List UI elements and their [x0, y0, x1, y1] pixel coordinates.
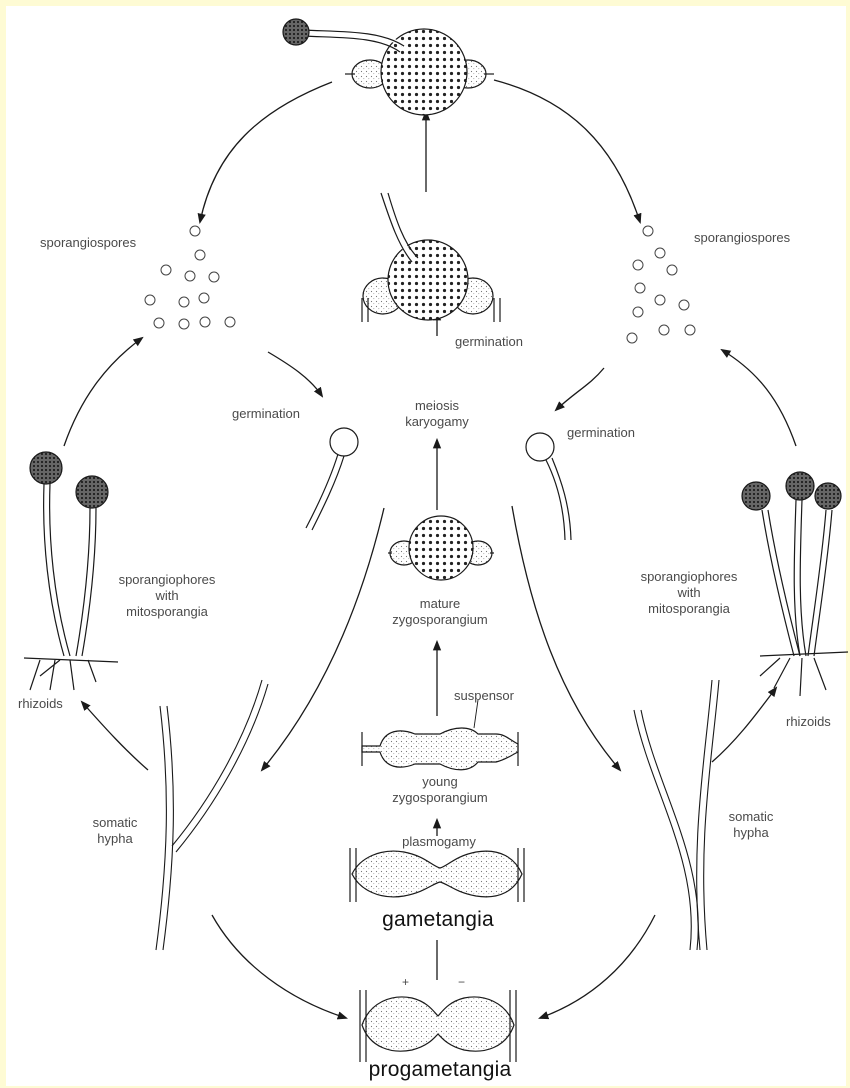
arrow-somatic-to-rhizoids-right [712, 688, 776, 762]
arrow-top-to-left-spores [200, 82, 332, 222]
label-plasmogamy: plasmogamy [384, 834, 494, 850]
label-somatic-right: somatic [714, 809, 788, 825]
arrow-sporangiophore-to-spores-right [722, 350, 796, 446]
arrow-spores-to-germination-right [556, 368, 604, 410]
label-germination-left: germination [232, 406, 300, 422]
label-minus-strain: − [458, 974, 465, 990]
somatic-hypha-left-drawing [156, 680, 268, 950]
sporangiospores-left-cluster [145, 226, 235, 329]
germinating-zygosporangium-top [283, 19, 494, 115]
arrow-sporangiophore-to-spores-left [64, 338, 142, 446]
arrow-hypha-to-progametangia-right [540, 915, 655, 1018]
label-rhizoids-right: rhizoids [786, 714, 831, 730]
arrow-germling-to-hypha-left [262, 508, 384, 770]
label-young: young [380, 774, 500, 790]
label-karyogamy: karyogamy [394, 414, 480, 430]
somatic-hypha-right-drawing [634, 680, 719, 950]
label-progametangia: progametangia [330, 1062, 550, 1078]
label-gametangia: gametangia [350, 912, 526, 928]
label-young-zygosporangium: zygosporangium [380, 790, 500, 806]
label-mature: mature [380, 596, 500, 612]
label-hypha-left: hypha [78, 831, 152, 847]
label-sporangiophores-left-2: with [102, 588, 232, 604]
label-sporangiophores-right-1: sporangiophores [624, 569, 754, 585]
sporangiospores-right-cluster [627, 226, 695, 343]
mature-zygosporangium-drawing [388, 516, 494, 580]
germling-left [306, 428, 358, 530]
arrow-hypha-to-progametangia-left [212, 915, 346, 1018]
gametangia-drawing [350, 848, 524, 902]
arrow-spores-to-germination-left [268, 352, 322, 396]
arrow-top-to-right-spores [494, 80, 640, 222]
label-sporangiospores-right: sporangiospores [694, 230, 790, 246]
label-sporangiophores-right-3: mitosporangia [624, 601, 754, 617]
young-zygosporangium-drawing [362, 700, 518, 770]
sporangiophores-right-drawing [742, 472, 848, 696]
arrow-somatic-to-rhizoids-left [82, 702, 148, 770]
label-sporangiophores-left-3: mitosporangia [102, 604, 232, 620]
label-somatic-left: somatic [78, 815, 152, 831]
label-sporangiophores-right-2: with [624, 585, 754, 601]
progametangia-drawing [360, 990, 516, 1062]
label-sporangiophores-left-1: sporangiophores [102, 572, 232, 588]
label-sporangiospores-left: sporangiospores [40, 235, 136, 251]
germinating-zygospore [362, 193, 500, 322]
label-suspensor: suspensor [454, 688, 514, 704]
label-mature-zygosporangium: zygosporangium [380, 612, 500, 628]
label-germination-right: germination [567, 425, 635, 441]
sporangiophores-left-drawing [24, 452, 118, 690]
label-hypha-right: hypha [714, 825, 788, 841]
label-plus-strain: + [402, 974, 409, 990]
germling-right [526, 433, 571, 540]
label-germination-top: germination [455, 334, 523, 350]
arrow-germling-to-hypha-right [512, 506, 620, 770]
label-rhizoids-left: rhizoids [18, 696, 63, 712]
label-meiosis: meiosis [394, 398, 480, 414]
